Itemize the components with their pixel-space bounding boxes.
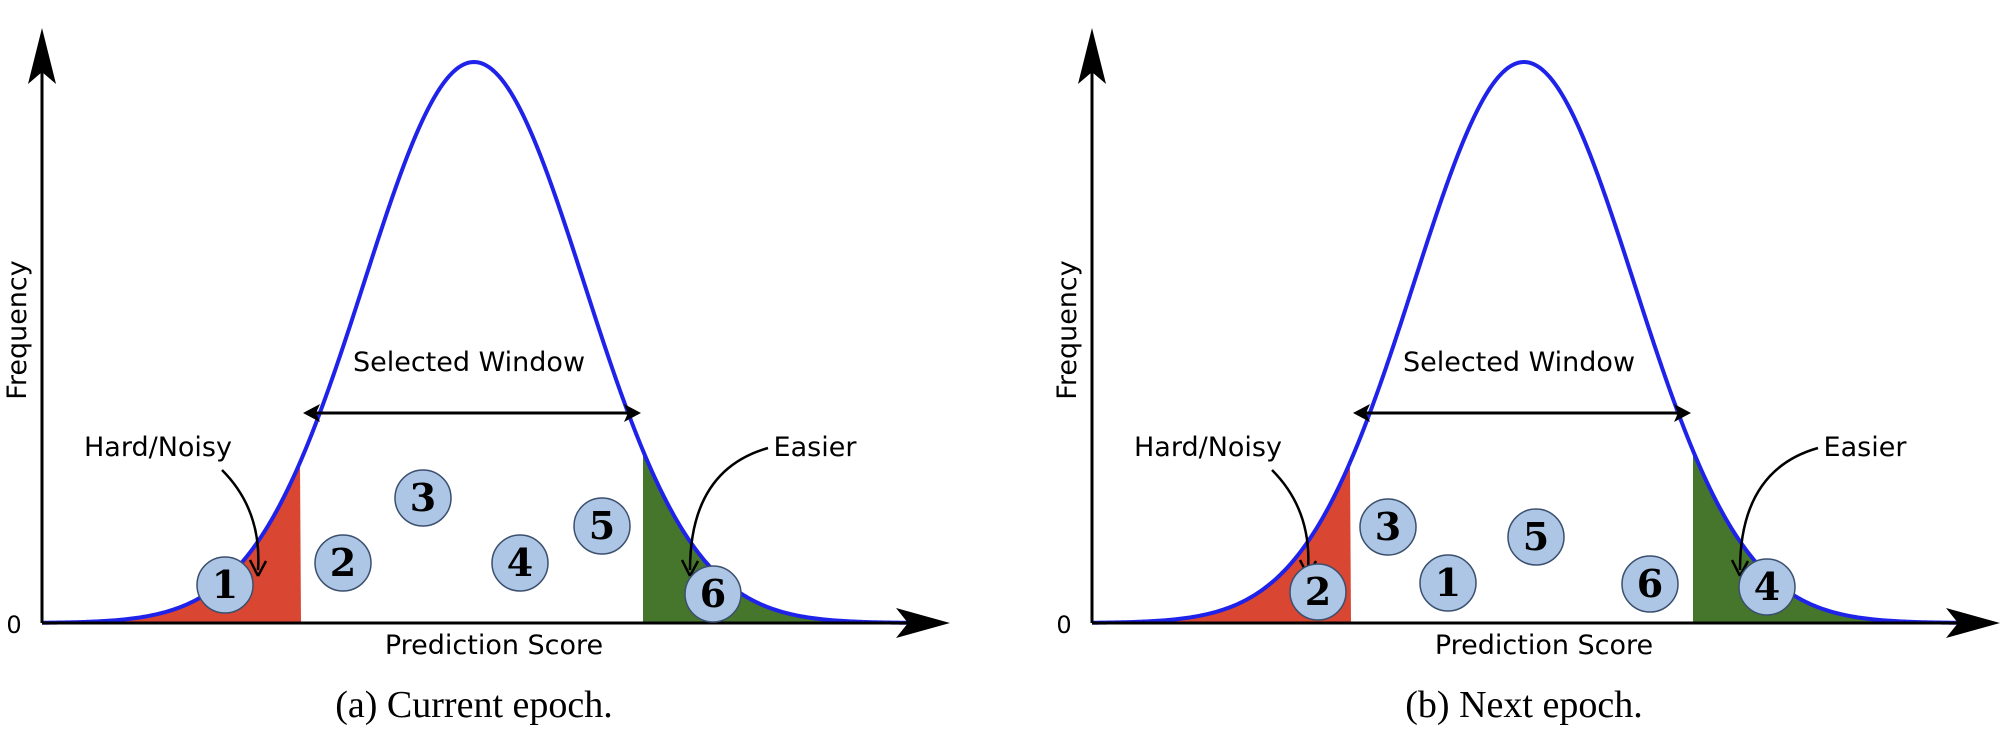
panel-caption: (a) Current epoch.: [335, 684, 613, 726]
hard-noisy-region: [1092, 462, 1351, 623]
easier-pointer: [688, 446, 769, 571]
sample-circle: 3: [394, 469, 452, 527]
sample-circle-shape: [1419, 554, 1477, 612]
sample-circle-shape: [1359, 498, 1417, 556]
sample-circle: 3: [1359, 498, 1417, 556]
window-arrow-left-head: [1353, 404, 1370, 422]
sample-number: 6: [1637, 561, 1663, 606]
window-arrow-left-head: [303, 404, 320, 422]
sample-circle-shape: [1738, 558, 1796, 616]
panel-caption: (b) Next epoch.: [1405, 684, 1642, 726]
sample-circle-shape: [196, 556, 254, 614]
sample-number: 6: [700, 571, 726, 616]
y-axis-label: Frequency: [2, 260, 33, 400]
sample-circle-shape: [314, 534, 372, 592]
x-axis-label: Prediction Score: [1435, 630, 1653, 661]
easier-pointer-head: [1730, 559, 1750, 577]
easier-label: Easier: [774, 432, 858, 463]
sample-number: 3: [410, 475, 436, 520]
hard-noisy-pointer: [1271, 469, 1310, 571]
sample-circle: 4: [491, 534, 549, 592]
sample-number: 2: [1305, 569, 1331, 614]
sample-number: 3: [1375, 504, 1401, 549]
sample-number: 1: [212, 562, 238, 607]
hard-noisy-label: Hard/Noisy: [1134, 432, 1282, 463]
sample-circle: 6: [1621, 555, 1679, 613]
sample-circle-shape: [394, 469, 452, 527]
sample-circle-shape: [1289, 563, 1347, 621]
sample-circle: 4: [1738, 558, 1796, 616]
sample-circle-shape: [491, 534, 549, 592]
hard-noisy-region: [42, 462, 301, 623]
easier-region: [643, 450, 910, 623]
sample-circle: 6: [684, 565, 742, 623]
distribution-curve: [1091, 59, 1961, 625]
y-axis-label: Frequency: [1052, 260, 1083, 400]
hard-noisy-pointer: [221, 469, 260, 571]
easier-region: [1693, 450, 1960, 623]
sample-circle: 2: [314, 534, 372, 592]
sample-number: 5: [589, 503, 615, 548]
window-arrow-right-head: [624, 404, 641, 422]
sample-circle-shape: [1621, 555, 1679, 613]
easier-pointer-head: [680, 559, 700, 577]
sample-number: 4: [1754, 564, 1780, 609]
hard-noisy-pointer-head: [248, 559, 268, 577]
sample-circle-shape: [684, 565, 742, 623]
window-arrow-right-head: [1674, 404, 1691, 422]
selected-window-label: Selected Window: [1403, 347, 1635, 378]
sample-circle: 2: [1289, 563, 1347, 621]
y-axis-arrowhead: [28, 28, 56, 84]
sample-circle: 1: [196, 556, 254, 614]
sample-circle-shape: [573, 497, 631, 555]
selected-window-label: Selected Window: [353, 347, 585, 378]
zero-label: 0: [1056, 611, 1071, 639]
zero-label: 0: [6, 611, 21, 639]
easier-pointer: [1738, 446, 1819, 571]
distribution-curve: [41, 59, 911, 625]
x-axis-arrowhead: [896, 608, 950, 638]
sample-number: 5: [1523, 514, 1549, 559]
hard-noisy-label: Hard/Noisy: [84, 432, 232, 463]
y-axis-arrowhead: [1078, 28, 1106, 84]
sample-circle: 1: [1419, 554, 1477, 612]
sample-circle: 5: [573, 497, 631, 555]
x-axis-arrowhead: [1946, 608, 2000, 638]
x-axis-label: Prediction Score: [385, 630, 603, 661]
sample-number: 4: [507, 540, 533, 585]
easier-label: Easier: [1824, 432, 1908, 463]
sample-number: 2: [330, 540, 356, 585]
sample-circle: 5: [1507, 508, 1565, 566]
sample-circle-shape: [1507, 508, 1565, 566]
sample-number: 1: [1435, 560, 1461, 605]
